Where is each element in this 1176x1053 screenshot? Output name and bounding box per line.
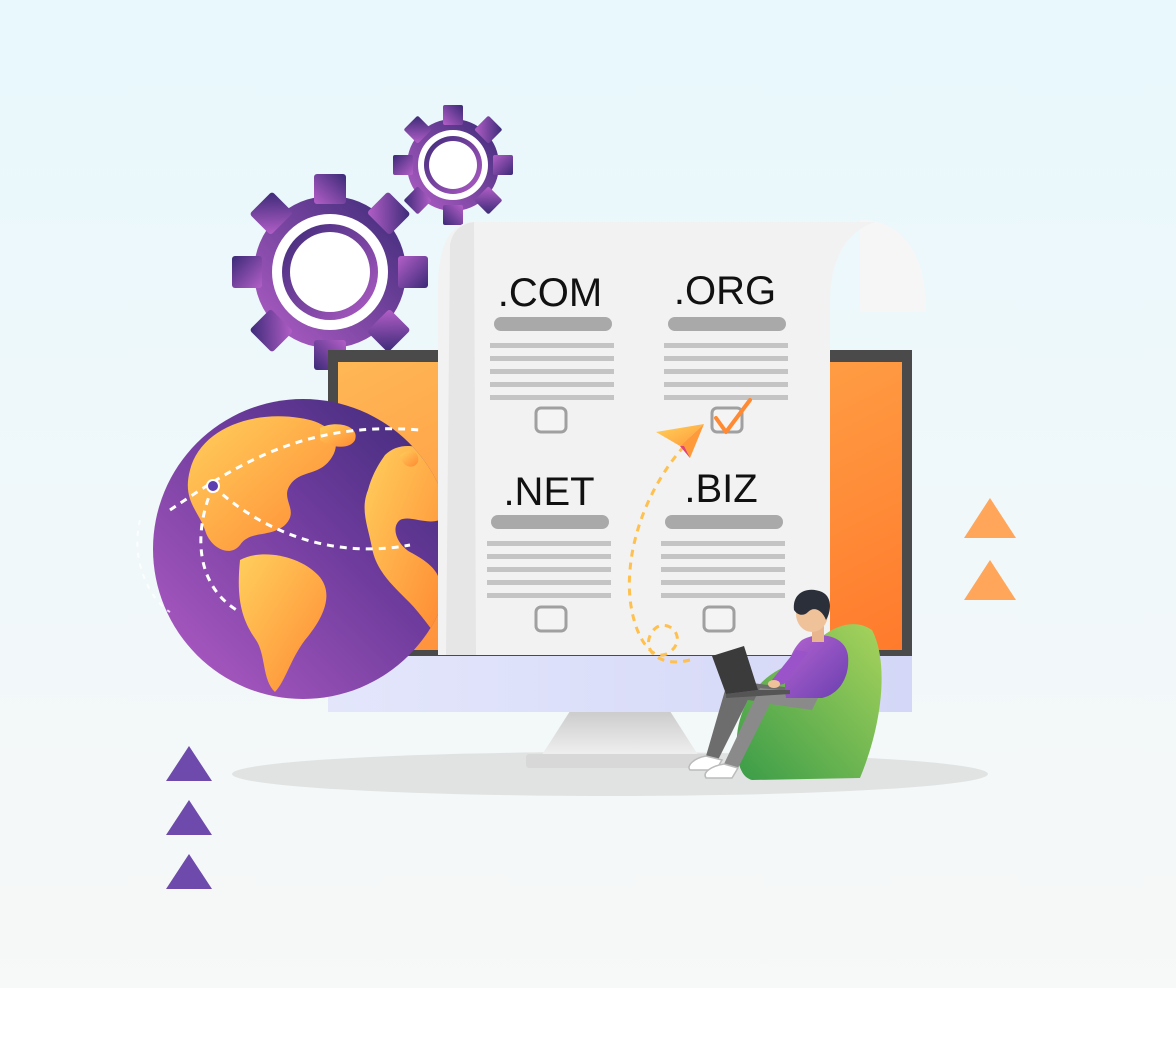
domain-document: .COM .ORG .NE bbox=[438, 220, 926, 655]
person-with-laptop bbox=[688, 589, 849, 779]
domain-option-biz[interactable]: .BIZ bbox=[661, 467, 785, 633]
gear-icon bbox=[232, 174, 428, 370]
domain-label: .NET bbox=[503, 470, 594, 514]
domain-label: .BIZ bbox=[684, 467, 757, 511]
domain-checkbox[interactable] bbox=[702, 605, 736, 633]
domain-option-org[interactable]: .ORG bbox=[664, 269, 788, 434]
domain-label: .ORG bbox=[674, 269, 776, 313]
domain-option-net[interactable]: .NET bbox=[487, 470, 611, 633]
triangle-decoration bbox=[166, 746, 212, 889]
monitor-stand bbox=[526, 708, 714, 768]
checkmark-icon bbox=[714, 398, 752, 434]
paper-plane-icon bbox=[627, 424, 704, 664]
bottom-strip bbox=[0, 988, 1176, 1053]
domain-label: .COM bbox=[498, 271, 602, 315]
domain-option-com[interactable]: .COM bbox=[490, 271, 614, 434]
gear-icon bbox=[393, 105, 513, 225]
globe-icon bbox=[136, 399, 453, 699]
domain-checkbox[interactable] bbox=[534, 406, 568, 434]
triangle-decoration bbox=[964, 498, 1016, 600]
domain-checkbox[interactable] bbox=[534, 605, 568, 633]
